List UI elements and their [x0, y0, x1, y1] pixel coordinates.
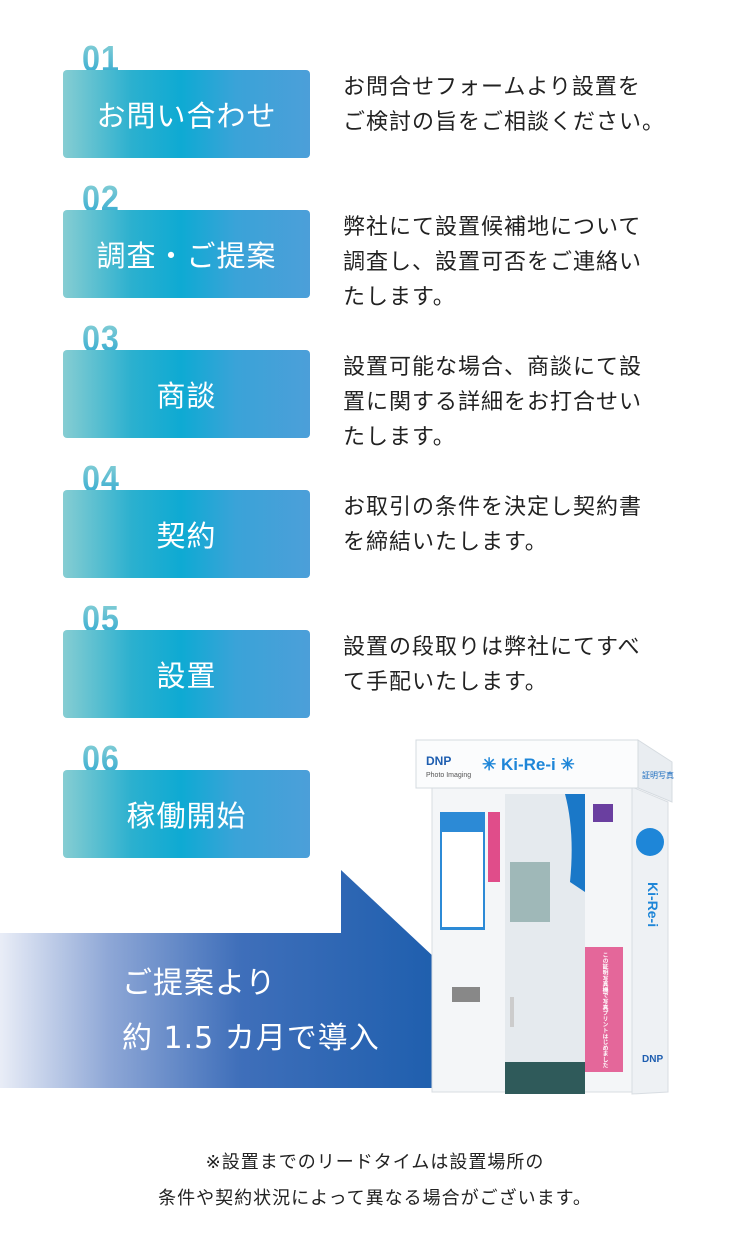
step-description-line: ご検討の旨をご相談ください。	[343, 110, 666, 135]
step-description-line: たします。	[343, 425, 456, 450]
step-title-box: 調査・ご提案	[63, 210, 310, 298]
step-description: お取引の条件を決定し契約書を締結いたします。	[343, 490, 683, 560]
step-description-line: 置に関する詳細をお打合せい	[343, 390, 643, 415]
photo-booth-image: DNP Photo Imaging ✳ Ki-Re-i ✳ 証明写真 この証明写…	[415, 739, 674, 1095]
summary-line-2: 約 1.5 カ月で導入	[122, 1021, 380, 1056]
step-title: 契約	[156, 519, 217, 553]
kiosk-vertical-logo: Ki-Re-i	[645, 882, 661, 927]
step-description-line: たします。	[343, 285, 456, 310]
step-description-line: 弊社にて設置候補地について	[343, 215, 642, 240]
step-description-line: 設置の段取りは弊社にてすべ	[343, 635, 641, 660]
kiosk-brand-sub: Photo Imaging	[426, 772, 471, 779]
step-title-box: 稼働開始	[63, 770, 310, 858]
kiosk-side-sign: 証明写真	[642, 770, 674, 780]
step-title-box: 商談	[63, 350, 310, 438]
step-title-box: お問い合わせ	[63, 70, 310, 158]
note-line-2: 条件や契約状況によって異なる場合がございます。	[158, 1188, 592, 1209]
step-description: 設置の段取りは弊社にてすべて手配いたします。	[343, 630, 683, 700]
lead-time-arrow	[0, 870, 435, 1088]
note-line-1: ※設置までのリードタイムは設置場所の	[205, 1152, 545, 1173]
kiosk-poster	[585, 947, 623, 1072]
kiosk-brand: DNP	[426, 754, 451, 768]
step-title: 商談	[156, 379, 217, 413]
step-title-box: 契約	[63, 490, 310, 578]
step-title-box: 設置	[63, 630, 310, 718]
step-description-line: 設置可能な場合、商談にて設	[343, 355, 643, 380]
step-title: お問い合わせ	[96, 99, 277, 133]
step-description-line: 調査し、設置可否をご連絡い	[343, 250, 643, 275]
step-description-line: て手配いたします。	[343, 670, 548, 695]
step-title: 稼働開始	[126, 799, 247, 833]
kiosk-poster-text: この証明写真機で写真プリントはじめました	[601, 952, 608, 1068]
step-title: 設置	[156, 659, 217, 693]
step-description-line: お問合せフォームより設置を	[343, 75, 641, 100]
svg-text:DNP: DNP	[642, 1054, 663, 1065]
step-description: 設置可能な場合、商談にて設置に関する詳細をお打合せいたします。	[343, 350, 683, 455]
step-title: 調査・ご提案	[96, 239, 277, 273]
kiosk-product: ✳ Ki-Re-i ✳	[482, 755, 575, 774]
step-description: お問合せフォームより設置をご検討の旨をご相談ください。	[343, 70, 683, 140]
step-description-line: を締結いたします。	[343, 530, 548, 555]
step-description-line: お取引の条件を決定し契約書	[343, 495, 643, 520]
step-description: 弊社にて設置候補地について調査し、設置可否をご連絡いたします。	[343, 210, 683, 315]
summary-line-1: ご提案より	[122, 966, 277, 1001]
